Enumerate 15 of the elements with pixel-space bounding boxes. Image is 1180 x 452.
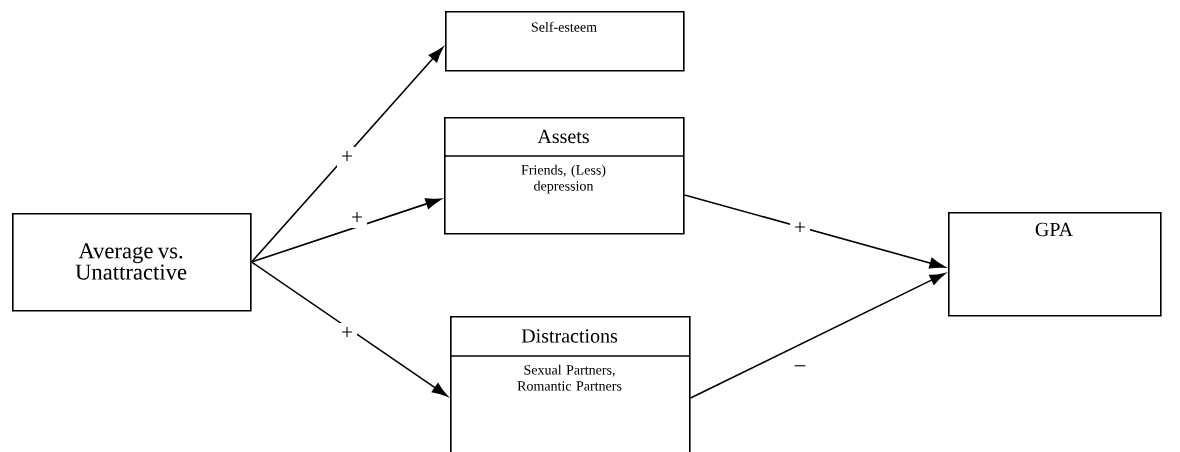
process-box: Assets Friends, (Less) depression xyxy=(443,117,685,235)
arrow xyxy=(250,261,448,397)
process-box: Average vs. Unattractive xyxy=(12,213,252,312)
process-box: GPA xyxy=(948,212,1162,317)
arrow xyxy=(689,272,946,399)
edge-label: + xyxy=(337,322,358,343)
process-box: Self-esteem xyxy=(445,11,685,72)
process-box: Distractions Sexual Partners, Romantic Partners xyxy=(449,316,691,452)
edge-label: + xyxy=(337,146,358,167)
edge-label: + xyxy=(347,207,368,228)
arrow xyxy=(250,47,444,263)
edge-label: + xyxy=(790,217,810,238)
arrow xyxy=(250,198,442,263)
arrow xyxy=(683,194,946,269)
edge-label: – xyxy=(790,361,810,375)
